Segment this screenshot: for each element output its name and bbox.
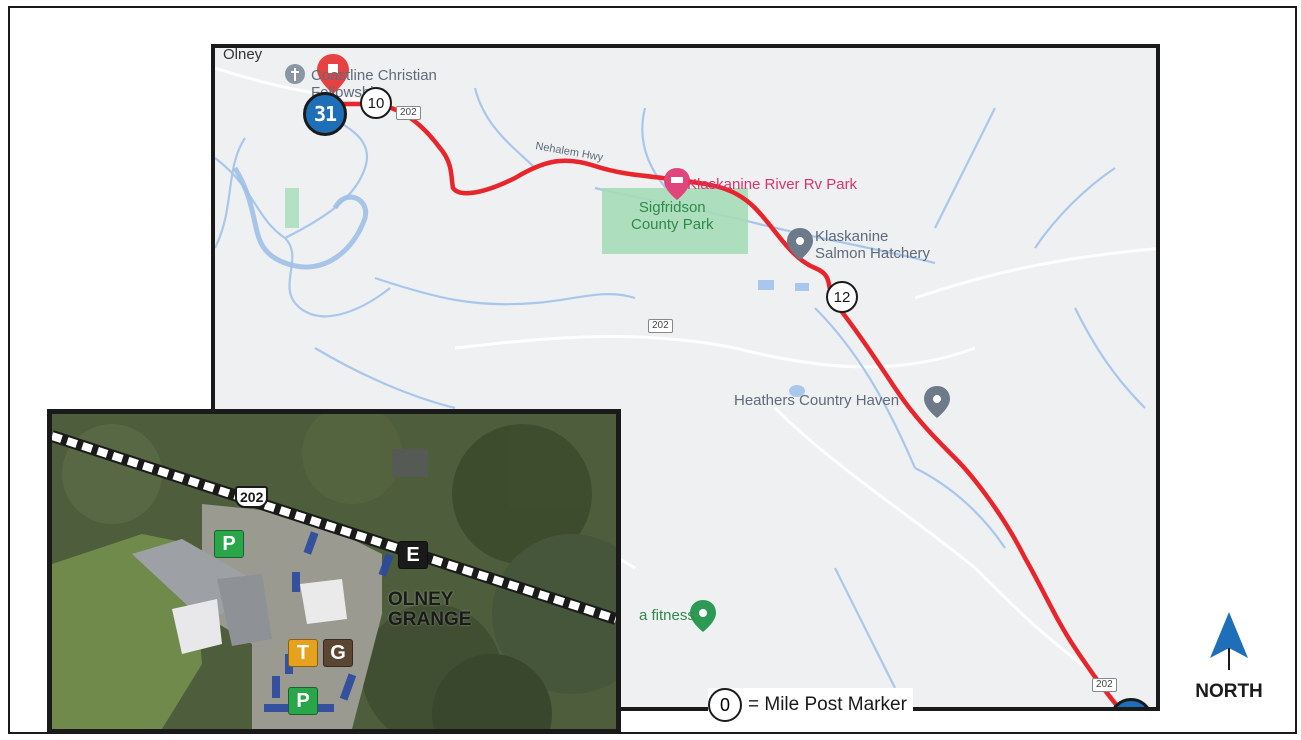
compass: NORTH [1183, 610, 1275, 703]
haven-pin-icon [924, 386, 950, 418]
mile-post-marker: 10 [360, 87, 392, 119]
highway-202-line [52, 430, 616, 625]
place-olney: Olney [223, 46, 263, 63]
place-rv-park: Klaskanine River Rv Park [687, 176, 858, 193]
place-haven: Heathers Country Haven [734, 392, 900, 409]
road-shield-202: 202 [396, 106, 421, 120]
road-shield-202: 202 [1092, 678, 1117, 692]
fitness-pin-icon [690, 600, 716, 632]
place-fitness: a fitness [639, 607, 695, 624]
route-start-badge: 31 [303, 92, 347, 136]
legend-text: = Mile Post Marker [748, 694, 907, 715]
county-park-area [602, 188, 748, 254]
rv-park-pin-icon [664, 168, 690, 200]
north-arrow-icon [1210, 612, 1248, 670]
map-legend: 0 = Mile Post Marker [708, 688, 913, 722]
place-hatchery: Klaskanine Salmon Hatchery [815, 228, 931, 262]
road-shield-202: 202 [648, 319, 673, 333]
start-location-pin-icon [317, 54, 349, 94]
church-pin-icon [285, 64, 305, 84]
parking-marker: P [214, 530, 244, 558]
highway-202-shield: 202 [235, 486, 269, 508]
north-label: NORTH [1195, 681, 1263, 702]
inset-aerial-map[interactable]: 202 P E T G P OLNEY GRANGE [47, 409, 621, 734]
grange-marker: G [323, 639, 353, 667]
legend-mile-post-symbol: 0 [708, 688, 742, 722]
parking-marker: P [288, 687, 318, 715]
entrance-marker: E [398, 541, 428, 569]
hatchery-pin-icon [787, 228, 813, 260]
mile-post-marker: 12 [826, 281, 858, 313]
toilet-marker: T [288, 639, 318, 667]
place-county-park: Sigfridson County Park [631, 199, 714, 233]
olney-grange-label: OLNEY GRANGE [388, 589, 472, 630]
aerial-imagery [52, 414, 616, 729]
